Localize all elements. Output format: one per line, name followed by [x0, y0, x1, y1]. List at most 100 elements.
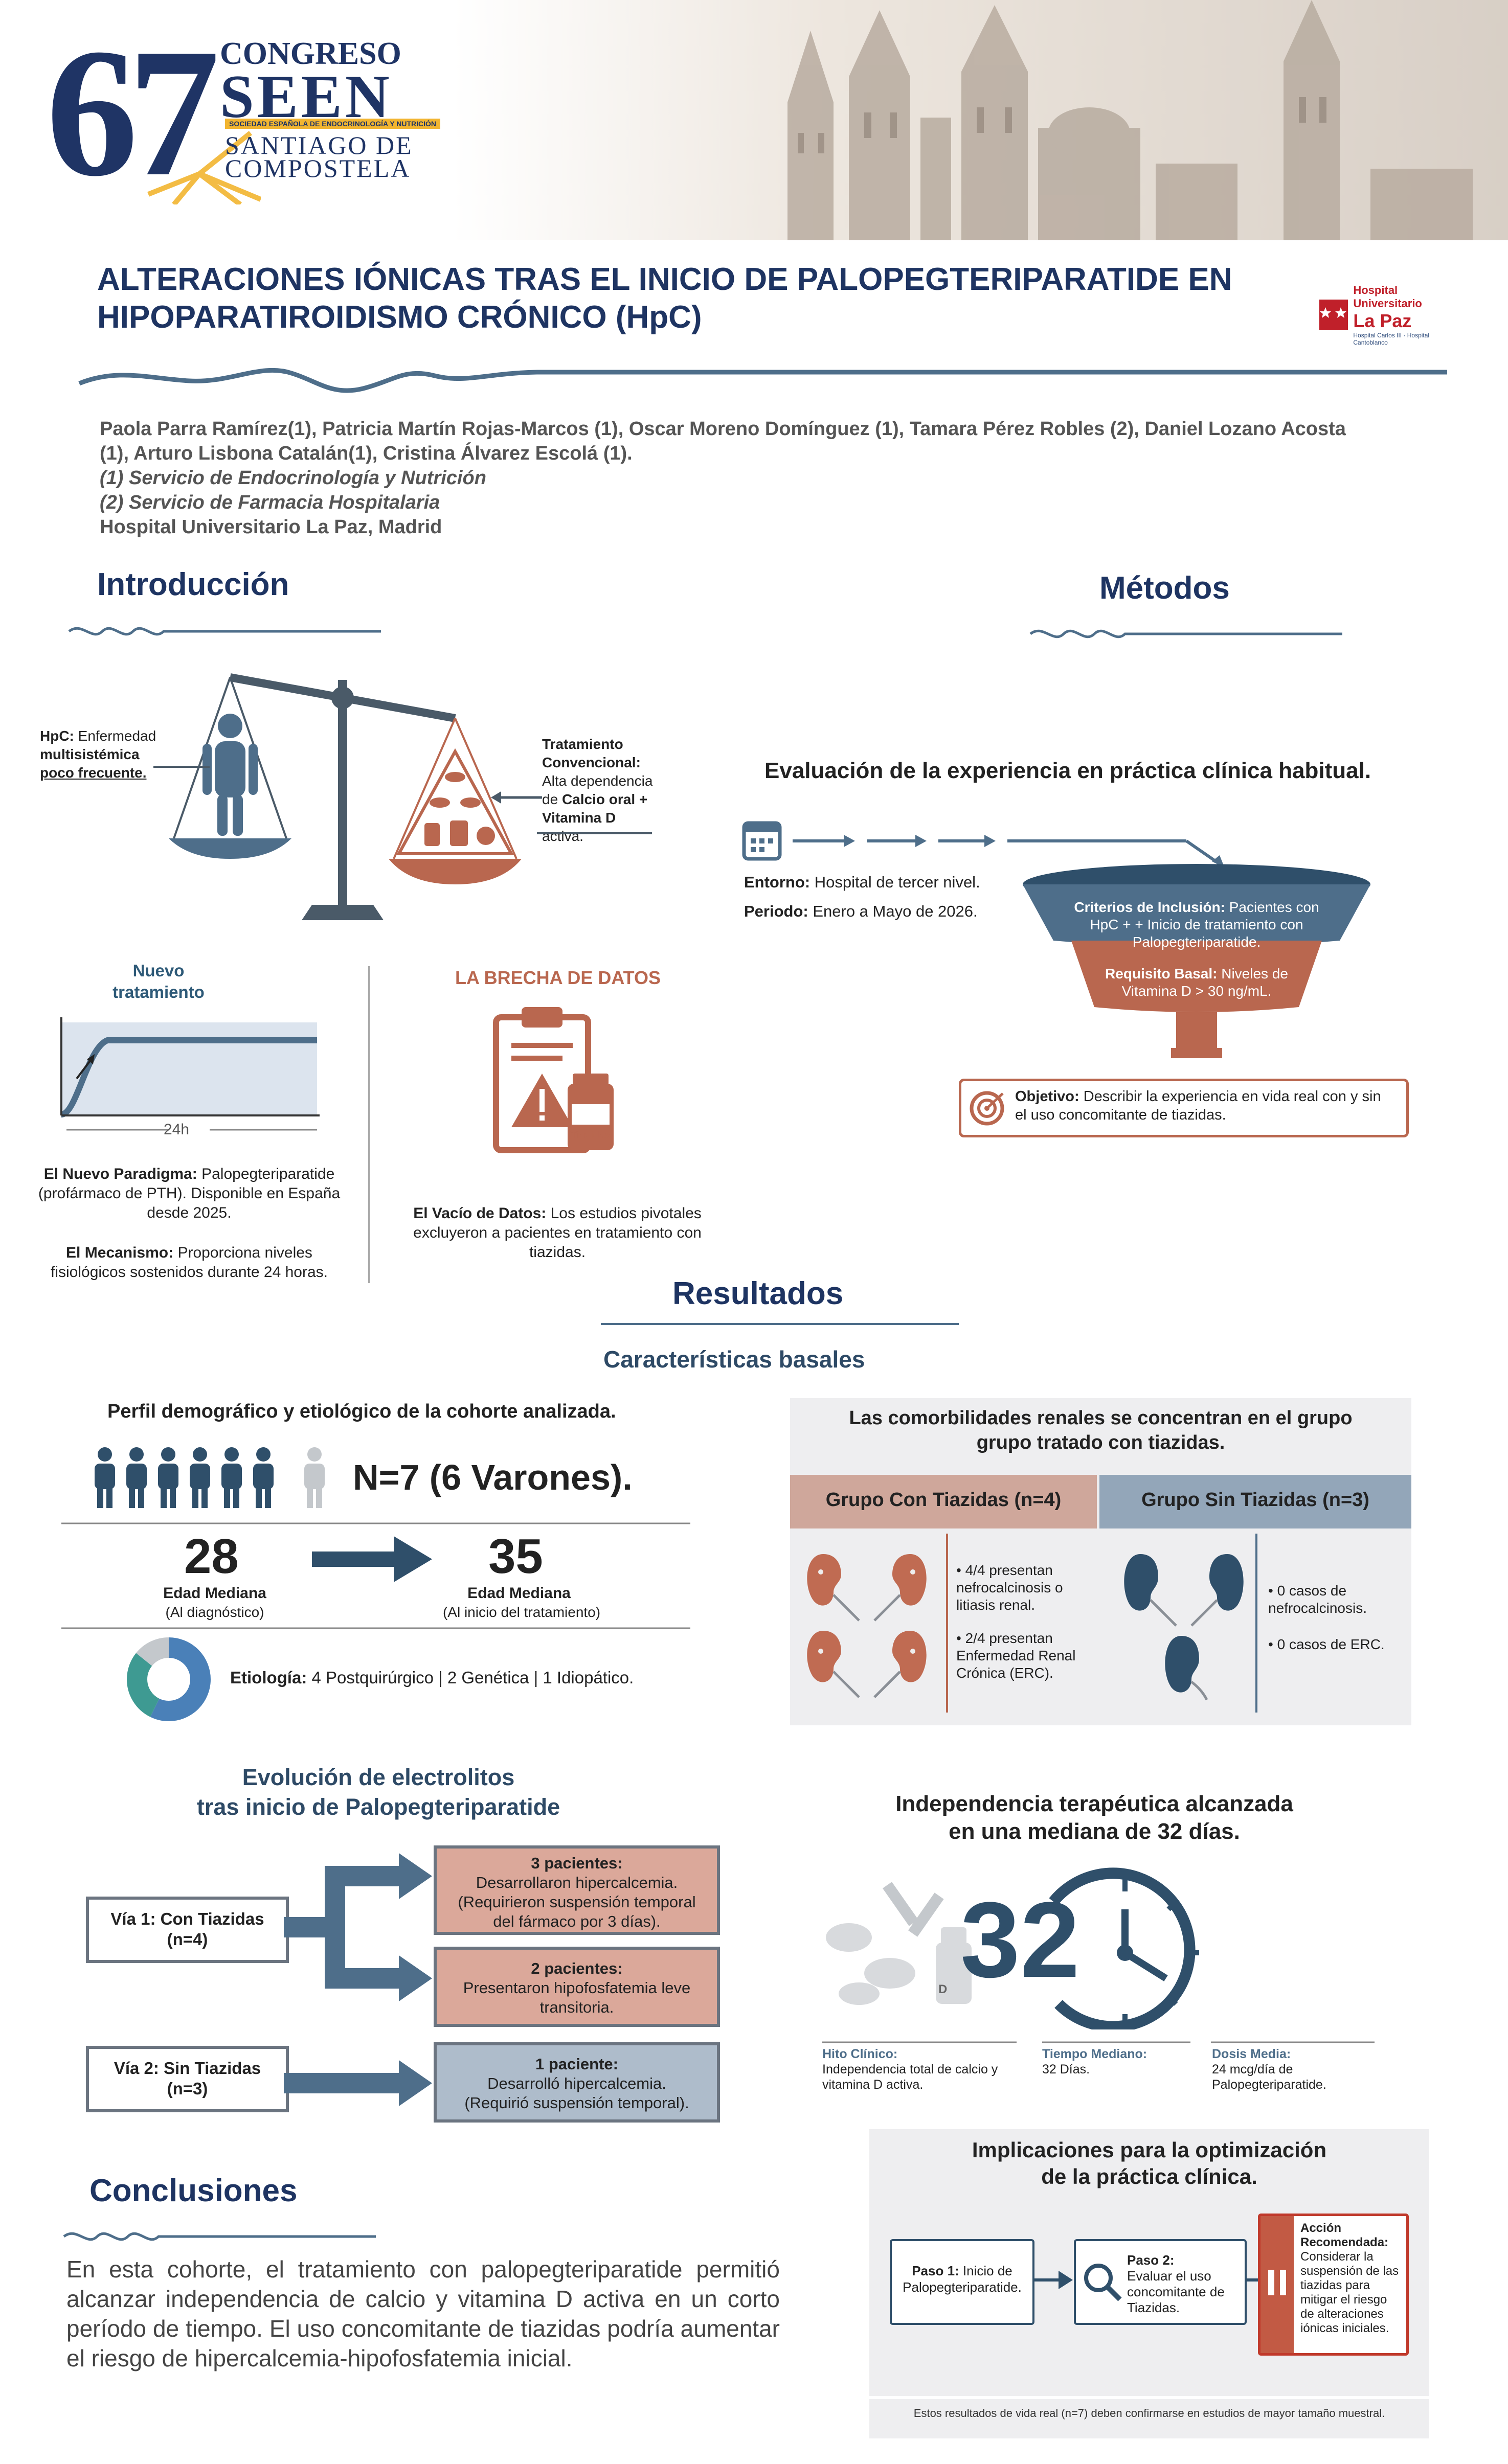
- via1-l1: Vía 1: Con Tiazidas: [110, 1909, 264, 1928]
- via2-l1: Vía 2: Sin Tiazidas: [114, 2059, 261, 2078]
- renal-title: Las comorbilidades renales se concentran…: [798, 1406, 1404, 1455]
- box1-l2: (Requirieron suspensión temporal: [458, 1893, 696, 1911]
- hito-block: Hito Clínico: Independencia total de cal…: [822, 2046, 1001, 2092]
- entorno-text: Entorno: Hospital de tercer nivel.: [744, 873, 980, 892]
- hospital-logo: Hospital Universitario La Paz Hospital C…: [1319, 284, 1462, 346]
- trat-l4a: de: [542, 791, 562, 807]
- accion-box: Acción Recomendada: Considerar la suspen…: [1258, 2214, 1409, 2356]
- hpc-text3: poco frecuente.: [40, 765, 147, 781]
- tiempo-text: 32 Días.: [1042, 2062, 1090, 2077]
- trat-l2: Convencional:: [542, 755, 641, 770]
- tab-sin-tiazidas: Grupo Sin Tiazidas (n=3): [1099, 1475, 1411, 1528]
- tiempo-bold: Tiempo Mediano:: [1042, 2047, 1147, 2061]
- objetivo-box: Objetivo: Describir la experiencia en vi…: [959, 1079, 1409, 1137]
- paso2-box: Paso 2: Evaluar el uso concomitante de T…: [1074, 2239, 1247, 2325]
- hours-label: 24h: [164, 1121, 190, 1138]
- indep-divider: [822, 2041, 1375, 2043]
- evol-l1: Evolución de electrolitos: [242, 1764, 515, 1790]
- periodo-text: Periodo: Enero a Mayo de 2026.: [744, 902, 978, 921]
- paso1-bold: Paso 1:: [912, 2263, 959, 2278]
- poster-title: ALTERACIONES IÓNICAS TRAS EL INICIO DE P…: [97, 261, 1273, 336]
- via1-branch-arrows: [284, 1853, 432, 2001]
- age-treatment-sub: (Al inicio del tratamiento): [442, 1604, 601, 1620]
- results-heading: Resultados: [672, 1276, 844, 1311]
- results-sub: Características basales: [603, 1346, 865, 1373]
- etiologia-bold: Etiología:: [230, 1668, 307, 1687]
- trat-arrow-icon: [491, 791, 542, 804]
- trat-l6: activa.: [542, 828, 583, 844]
- accion-text-block: Acción Recomendada: Considerar la suspen…: [1300, 2221, 1400, 2336]
- city-line1: SANTIAGO DE: [225, 131, 413, 159]
- authors-block: Paola Parra Ramírez(1), Patricia Martín …: [100, 417, 1424, 539]
- kidneys-stones-icon: [807, 1554, 927, 1698]
- title-wave-divider: [78, 368, 1447, 393]
- city-line2: COMPOSTELA: [225, 154, 411, 182]
- outcome-box-2: 2 pacientes: Presentaron hipofosfatemia …: [434, 1947, 720, 2027]
- dosis-block: Dosis Media: 24 mcg/día de Palopegteripa…: [1212, 2046, 1376, 2092]
- vacio-text: El Vacío de Datos: Los estudios pivotale…: [409, 1204, 706, 1262]
- con-bullet-2: • 2/4 presentan Enfermedad Renal Crónica…: [956, 1630, 1076, 1681]
- results-divider: [601, 1323, 959, 1325]
- trat-note: Tratamiento Convencional: Alta dependenc…: [542, 735, 675, 846]
- con-b2: 2/4 presentan Enfermedad Renal Crónica (…: [956, 1630, 1076, 1681]
- mecanismo-text: El Mecanismo: Proporciona niveles fisiol…: [31, 1243, 348, 1282]
- requisito-body: Niveles de Vitamina D > 30 ng/mL.: [1121, 966, 1288, 999]
- methods-subtitle: Evaluación de la experiencia en práctica…: [764, 758, 1371, 783]
- title-line1: ALTERACIONES IÓNICAS TRAS EL INICIO DE P…: [97, 262, 1232, 297]
- tab-con-tiazidas: Grupo Con Tiazidas (n=4): [790, 1475, 1097, 1528]
- hospital-logo-line3: Hospital Carlos III · Hospital Cantoblan…: [1353, 332, 1430, 346]
- periodo-bold: Periodo:: [744, 902, 808, 920]
- nuevo-l2: tratamiento: [112, 983, 205, 1001]
- dosis-text: 24 mcg/día de Palopegteriparatide.: [1212, 2062, 1326, 2092]
- trat-l4b: Calcio oral +: [561, 791, 648, 807]
- big-number: 32: [960, 1880, 1080, 2000]
- objetivo-bold: Objetivo:: [1015, 1088, 1079, 1105]
- dosis-bold: Dosis Media:: [1212, 2047, 1291, 2061]
- criterios-body: Pacientes con HpC + + Inicio de tratamie…: [1090, 899, 1319, 950]
- sin-divider: [1255, 1534, 1257, 1713]
- via2-arrow: [284, 2060, 432, 2106]
- hpc-bold: HpC:: [40, 728, 74, 744]
- box3-l1: Desarrolló hipercalcemia.: [487, 2074, 666, 2092]
- requisito-bold: Requisito Basal:: [1105, 966, 1218, 982]
- sin-bullet-2: • 0 casos de ERC.: [1268, 1636, 1385, 1652]
- implic-title: Implicaciones para la optimización de la…: [869, 2137, 1429, 2190]
- pth-level-chart-icon: [60, 1017, 320, 1131]
- paso1-box: Paso 1: Inicio de Palopegteriparatide.: [890, 2239, 1034, 2325]
- trat-l3: Alta dependencia: [542, 773, 653, 789]
- methods-wave-divider: [1029, 629, 1342, 638]
- paradigma-body: Palopegteriparatide (profármaco de PTH).…: [38, 1166, 341, 1221]
- perfil-divider-2: [61, 1627, 690, 1629]
- age-arrow-icon: [312, 1536, 432, 1582]
- hospital-logo-line1: Hospital Universitario: [1353, 284, 1422, 310]
- requisito-text: Requisito Basal: Niveles de Vitamina D >…: [1099, 965, 1294, 1000]
- hpc-text2: multisistémica: [40, 746, 140, 762]
- con-bullet-1: • 4/4 presentan nefrocalcinosis o litias…: [956, 1562, 1063, 1613]
- box1-l3: del fármaco por 3 días).: [493, 1912, 661, 1930]
- age-treatment-label: Edad Mediana: [467, 1585, 571, 1602]
- trat-l5: Vitamina D: [542, 810, 616, 826]
- renal-title-l2: grupo tratado con tiazidas.: [976, 1432, 1225, 1453]
- via2-l2: (n=3): [167, 2079, 208, 2098]
- renal-title-l1: Las comorbilidades renales se concentran…: [849, 1407, 1353, 1429]
- brecha-title: LA BRECHA DE DATOS: [455, 967, 661, 988]
- box2-l2: transitoria.: [539, 1998, 614, 2016]
- target-icon: [970, 1091, 1004, 1126]
- trat-underline: [537, 832, 652, 834]
- clipboard-warning-icon: [493, 1007, 614, 1153]
- conclusions-wave-divider: [63, 2232, 376, 2241]
- comunidad-madrid-icon: [1319, 300, 1348, 330]
- hito-bold: Hito Clínico:: [822, 2047, 898, 2061]
- title-line2: HIPOPARATIROIDISMO CRÓNICO (HpC): [97, 300, 702, 335]
- authors-line1: Paola Parra Ramírez(1), Patricia Martín …: [100, 418, 1346, 440]
- balance-scale-icon: [169, 673, 522, 920]
- conclusions-text: En esta cohorte, el tratamiento con palo…: [66, 2256, 780, 2371]
- hospital-logo-line2: La Paz: [1353, 310, 1412, 331]
- via2-box: Vía 2: Sin Tiazidas (n=3): [86, 2046, 289, 2112]
- sin-b1: 0 casos de nefrocalcinosis.: [1268, 1583, 1367, 1616]
- evol-l2: tras inicio de Palopegteriparatide: [196, 1794, 560, 1820]
- etiologia-text: Etiología: 4 Postquirúrgico | 2 Genética…: [230, 1668, 634, 1687]
- perfil-title: Perfil demográfico y etiológico de la co…: [107, 1401, 616, 1422]
- age-treatment: 35: [488, 1529, 543, 1584]
- tiazidas-label: Tiazidas: [570, 1130, 611, 1141]
